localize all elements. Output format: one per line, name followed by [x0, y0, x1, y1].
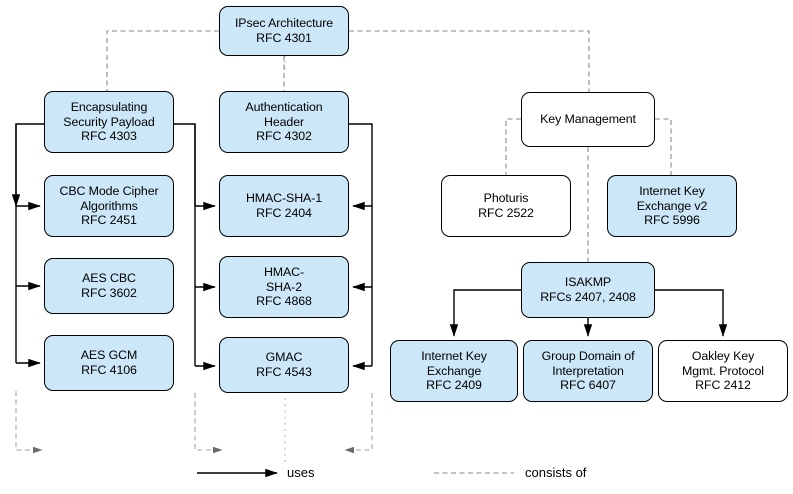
node-esp-line-0: Encapsulating — [70, 100, 148, 115]
node-ikev2-line-2: RFC 5996 — [644, 213, 700, 228]
node-ah-line-1: Header — [263, 114, 305, 129]
node-ah-line-2: RFC 4302 — [256, 129, 312, 144]
node-gdoi-line-1: Interpretation — [552, 363, 624, 378]
node-photuris-line-0: Photuris — [483, 191, 529, 206]
node-cbc-line-1: Algorithms — [80, 198, 138, 213]
node-ipsec-line-0: IPsec Architecture — [234, 16, 334, 31]
node-esp-line-2: RFC 4303 — [81, 129, 137, 144]
node-ike-line-0: Internet Key — [421, 349, 487, 364]
esp-right-bus — [174, 123, 196, 206]
node-hmacsha2-line-0: HMAC- — [263, 265, 305, 280]
ah-right-bus — [349, 123, 373, 366]
node-ike-line-2: RFC 2409 — [426, 378, 482, 393]
node-hmacsha1-line-1: RFC 2404 — [256, 206, 312, 220]
consists-of-edges — [106, 30, 672, 262]
node-oakley-line-2: RFC 2412 — [695, 378, 751, 393]
node-ipsec-line-1: RFC 4301 — [256, 31, 312, 45]
node-aescbc-line-0: AES CBC — [82, 271, 136, 286]
node-esp-line-1: Security Payload — [63, 114, 155, 129]
node-aesgcm-line-1: RFC 4106 — [81, 363, 137, 377]
node-hmacsha1-line-0: HMAC-SHA-1 — [245, 191, 323, 206]
node-oakley-line-1: Mgmt. Protocol — [682, 363, 764, 378]
edge-stub-ah-right — [344, 393, 373, 454]
node-aescbc-line-1: RFC 3602 — [81, 286, 137, 300]
node-cbc-line-0: CBC Mode Cipher — [59, 184, 159, 199]
uses-edges-esp-right — [174, 123, 216, 371]
node-keymgmt[interactable]: Key Management — [521, 92, 655, 147]
node-keymgmt-line-0: Key Management — [540, 112, 636, 127]
node-ah-line-0: Authentication — [245, 100, 323, 115]
consists-of-stub-edges — [15, 391, 373, 454]
node-hmacsha2-line-1: SHA-2 — [266, 279, 302, 294]
edge-esp-cbc — [11, 123, 44, 207]
edge-isakmp-oakley — [655, 289, 728, 337]
edge-keymgmt-ikev2 — [655, 118, 672, 175]
edge-isakmp-ike — [449, 289, 521, 337]
node-hmacsha2-line-2: RFC 4868 — [256, 294, 312, 309]
edge-ipsec-esp — [106, 30, 219, 91]
edge-ipsec-keymgmt — [349, 30, 590, 92]
node-ikev2-line-1: Exchange v2 — [636, 198, 708, 213]
node-ikev2-line-0: Internet Key — [639, 184, 705, 199]
edge-stub-esp-left — [15, 391, 43, 454]
node-oakley-line-0: Oakley Key — [691, 349, 755, 364]
node-cbc-line-2: RFC 2451 — [81, 213, 137, 228]
node-aesgcm-line-0: AES GCM — [80, 348, 138, 363]
node-isakmp-line-0: ISAKMP — [564, 275, 612, 290]
node-ike-line-1: Exchange — [426, 363, 482, 378]
node-gdoi-line-2: RFC 6407 — [560, 378, 616, 393]
node-gmac-line-0: GMAC — [265, 350, 303, 365]
edge-keymgmt-photuris — [505, 118, 521, 175]
node-gmac-line-1: RFC 4543 — [256, 365, 312, 379]
legend-uses-label: uses — [287, 465, 315, 480]
edge-stub-esp-right — [194, 393, 223, 454]
legend-consists-of-label: consists of — [525, 465, 587, 480]
uses-edges-ah — [349, 123, 373, 371]
node-gdoi-line-0: Group Domain of — [541, 349, 635, 364]
uses-edges-esp — [11, 123, 44, 368]
node-photuris-line-1: RFC 2522 — [478, 206, 534, 220]
node-isakmp-line-1: RFCs 2407, 2408 — [540, 290, 636, 304]
uses-edges-isakmp — [449, 289, 728, 337]
